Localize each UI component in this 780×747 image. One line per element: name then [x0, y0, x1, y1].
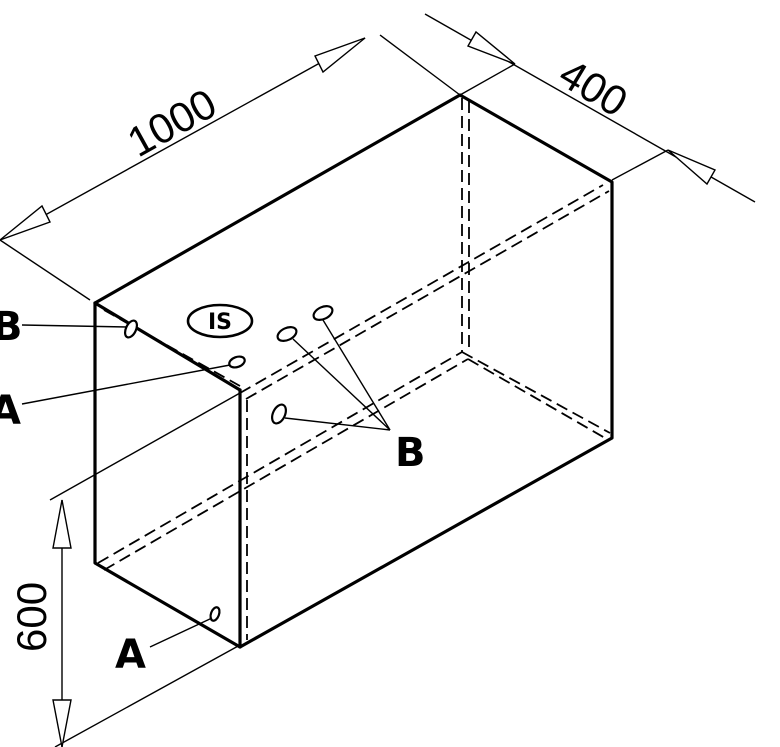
hidden-edge-bottom-left-2 [103, 358, 469, 571]
leader-b-1 [292, 338, 391, 431]
arrowhead-height-bottom [52, 699, 72, 747]
holes [123, 305, 334, 622]
hole-b-3 [271, 403, 287, 425]
leader-b-2 [322, 319, 391, 431]
is-badge: IS [186, 303, 254, 339]
leader-b-3 [284, 417, 391, 431]
hidden-edge-bottom-right-2 [467, 358, 606, 439]
label-b-left: B [0, 304, 23, 350]
visible-edges [93, 93, 614, 649]
label-b-cluster: B [395, 430, 426, 476]
dimension-line-length [0, 37, 366, 241]
dimension-depth: 400 [424, 13, 756, 203]
leader-b-left [21, 324, 128, 328]
label-a-top: A [0, 388, 21, 434]
extension-line-depth-back [459, 63, 516, 96]
hidden-edge-bottom-right [461, 351, 611, 434]
hidden-edge-mid-diagonal [239, 184, 604, 394]
label-a-bottom: A [115, 632, 146, 678]
leader-a-bottom [149, 617, 213, 648]
extension-line-length-right [379, 34, 461, 96]
arrowhead-length-right [314, 37, 366, 74]
dimension-height: 600 [8, 392, 241, 747]
is-badge-text: IS [208, 310, 232, 335]
dimension-length-text: 1000 [120, 79, 225, 165]
hidden-edge-mid-diagonal-2 [245, 190, 610, 400]
hole-b-1 [276, 326, 298, 342]
leader-a-top [21, 364, 231, 405]
dimension-depth-text: 400 [551, 49, 635, 125]
leaders [21, 319, 391, 648]
hole-a-top [228, 355, 246, 369]
hidden-edges [97, 98, 611, 640]
arrowhead-height-top [52, 499, 72, 549]
dimension-height-text: 600 [8, 582, 55, 652]
extension-line-height-bottom [54, 644, 241, 747]
arrowhead-depth-front [667, 149, 716, 186]
hidden-edge-bottom-left [97, 351, 463, 564]
box-silhouette [93, 93, 614, 649]
is-badge-outline [186, 303, 254, 339]
arrowhead-length-left [0, 204, 51, 241]
hole-a-bottom [209, 606, 221, 622]
callout-labels: B A B A [0, 304, 426, 678]
hole-b-2 [312, 305, 334, 321]
arrowhead-depth-back [466, 30, 516, 65]
top-front-edge [93, 301, 242, 392]
extension-line-depth-front [611, 149, 669, 181]
dimension-length: 1000 [0, 34, 461, 301]
extension-line-length-left [0, 239, 91, 301]
extension-line-height-top [49, 392, 241, 501]
